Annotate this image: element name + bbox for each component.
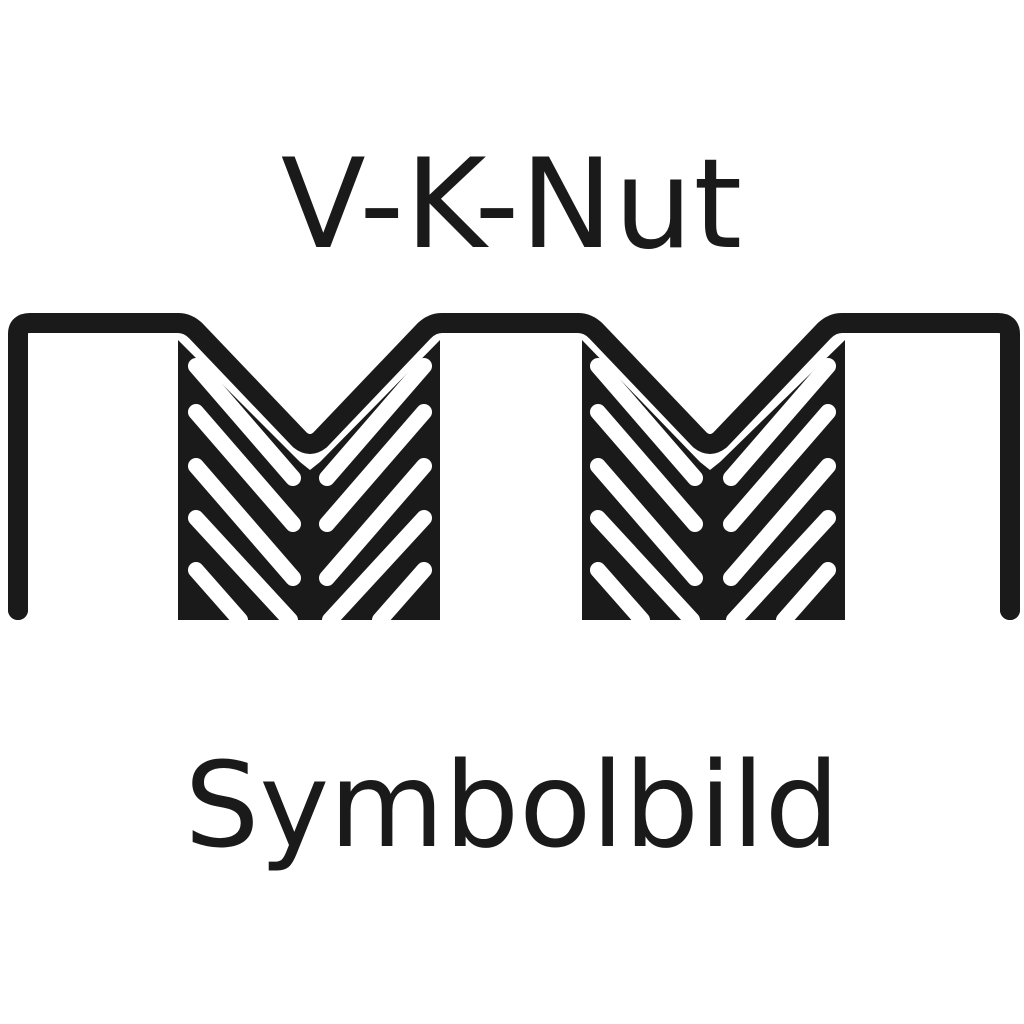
caption-symbolbild: Symbolbild xyxy=(184,736,840,874)
right-groove-fill xyxy=(582,340,845,620)
left-chevron-slots xyxy=(188,358,432,628)
left-profile xyxy=(8,313,1020,620)
title-v-k-nut: V-K-Nut xyxy=(280,133,744,277)
right-chevron-slots xyxy=(590,358,836,628)
